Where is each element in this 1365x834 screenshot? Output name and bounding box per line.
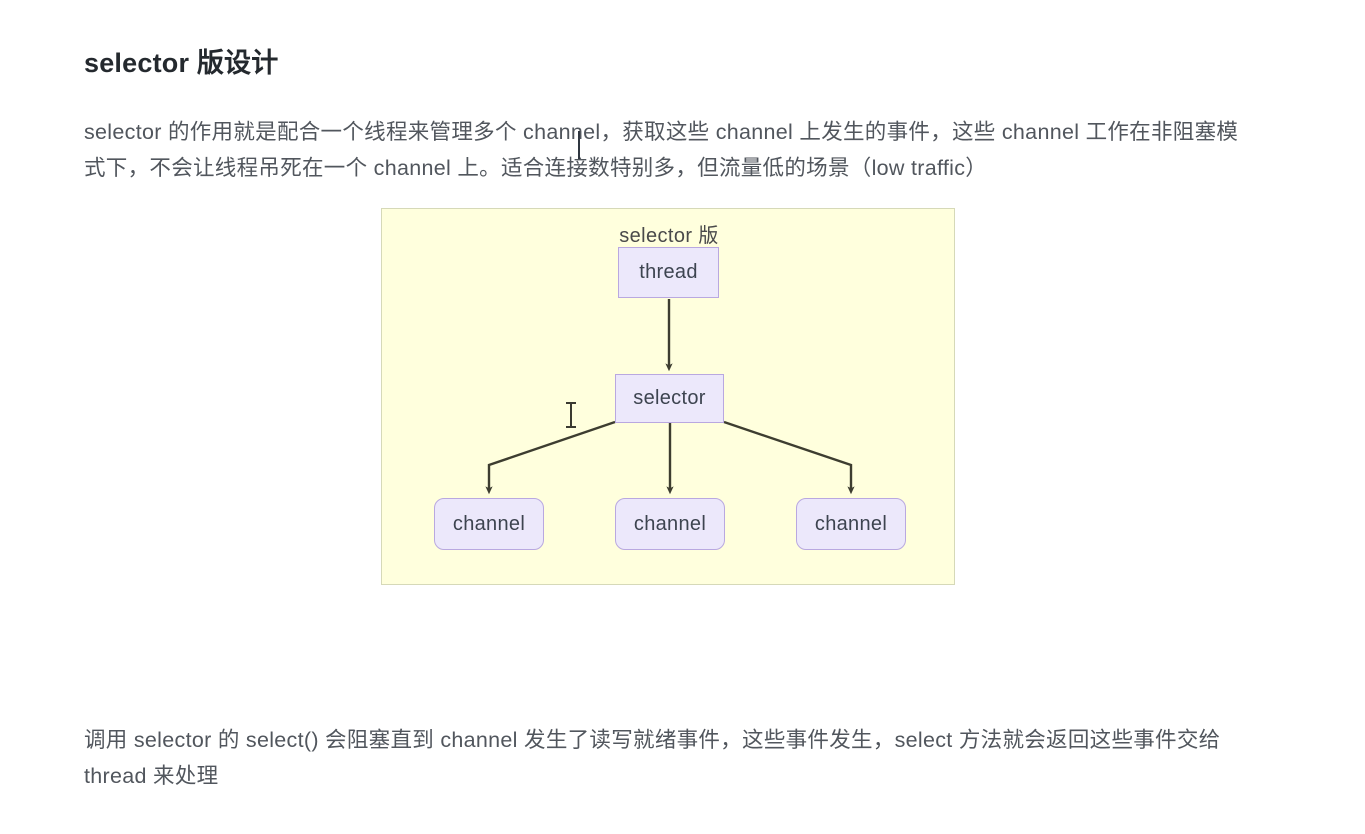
conclusion-paragraph: 调用 selector 的 select() 会阻塞直到 channel 发生了… — [84, 727, 1221, 788]
page-title: selector 版设计 — [84, 48, 279, 79]
node-thread[interactable]: thread — [618, 247, 719, 298]
edge-selector-to-channel3 — [723, 420, 855, 495]
edge-selector-to-channel1 — [485, 420, 616, 495]
text-caret — [578, 131, 580, 159]
diagram-title: selector 版 — [619, 225, 719, 247]
node-channel-3[interactable]: channel — [796, 498, 906, 550]
selector-architecture-diagram: selector 版 thread selector channel chann… — [381, 208, 955, 585]
node-channel-1[interactable]: channel — [434, 498, 544, 550]
node-selector[interactable]: selector — [615, 374, 724, 423]
intro-paragraph: selector 的作用就是配合一个线程来管理多个 channel，获取这些 c… — [84, 119, 1239, 180]
node-channel-2[interactable]: channel — [615, 498, 725, 550]
